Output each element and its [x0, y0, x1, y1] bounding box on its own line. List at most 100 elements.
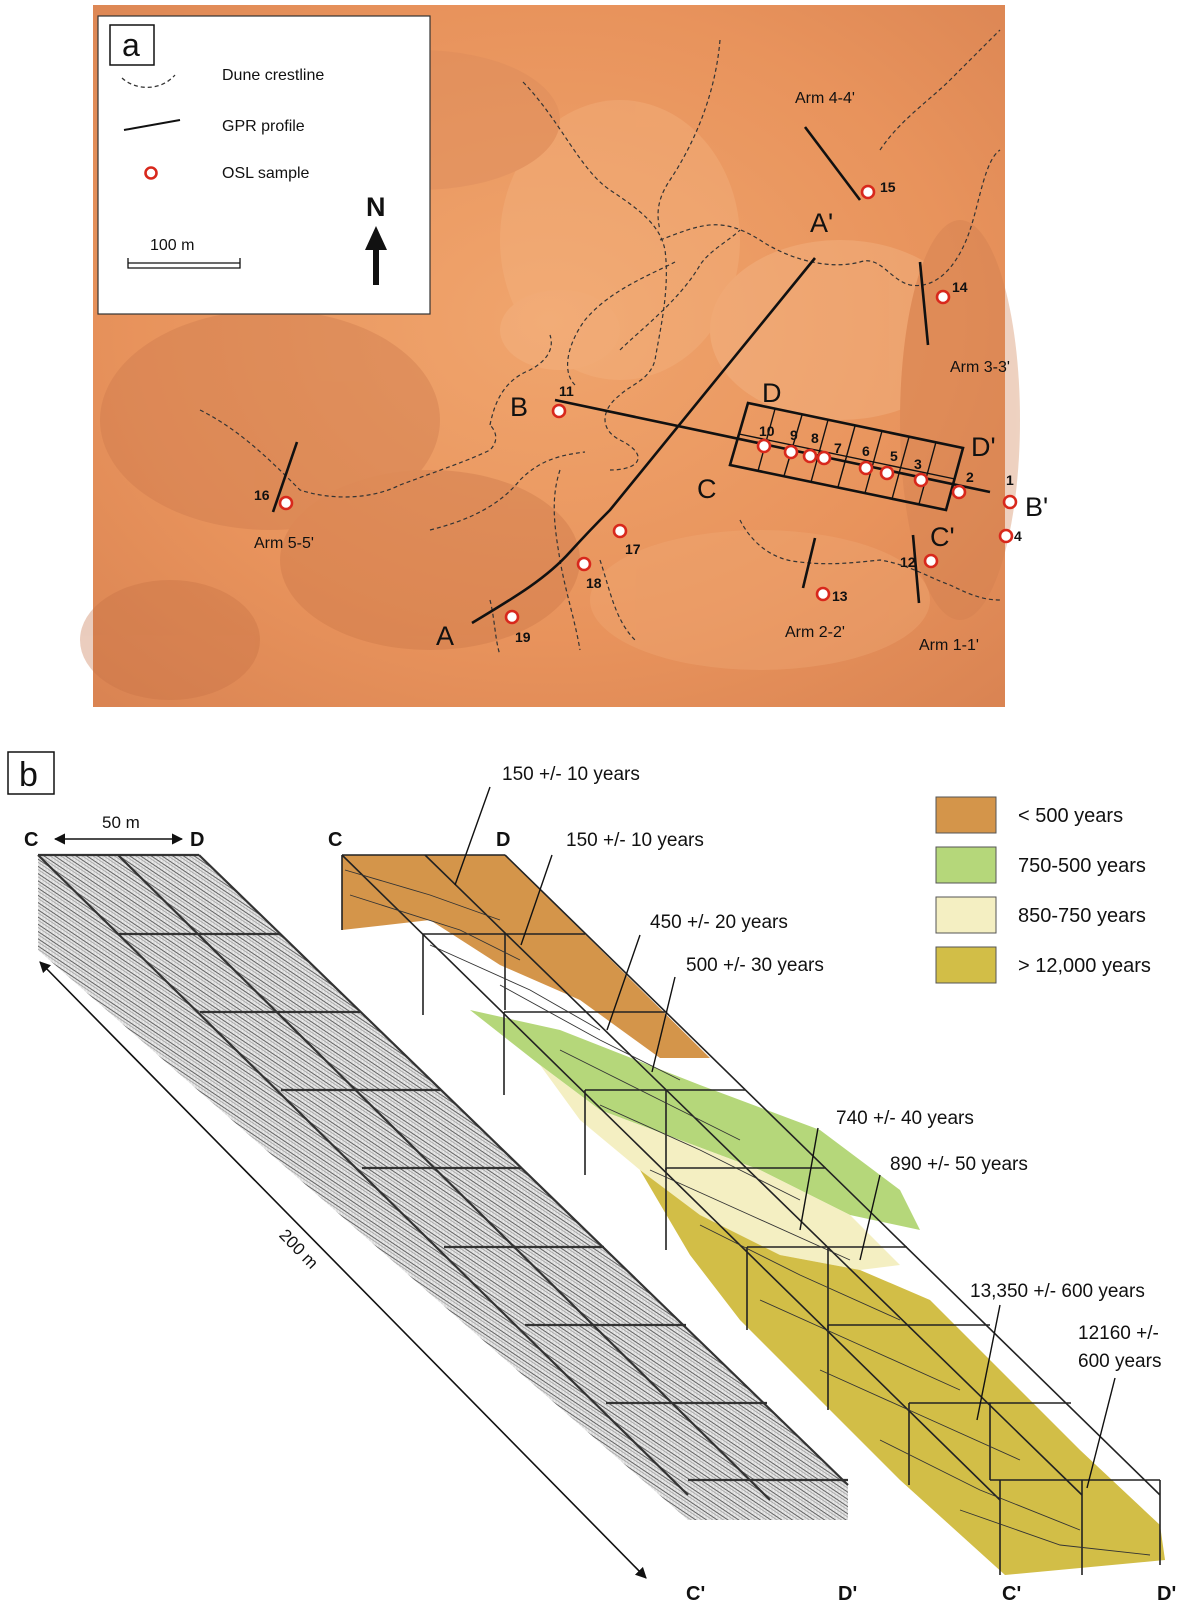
age-labels: 150 +/- 10 years 150 +/- 10 years 450 +/… — [502, 764, 1161, 1372]
raw-label-D: D — [190, 829, 204, 851]
arm-3-line — [918, 261, 930, 346]
legend-gpr: GPR profile — [222, 118, 305, 135]
raw-fence-labels: C D C' D' — [24, 829, 857, 1605]
sample-label-15: 15 — [880, 179, 896, 195]
osl-marker-1 — [1002, 494, 1018, 510]
interp-label-D-prime: D' — [1157, 1583, 1176, 1605]
osl-marker-12 — [923, 553, 939, 569]
label-D: D — [762, 378, 782, 408]
age-label-6: 890 +/- 50 years — [890, 1154, 1028, 1175]
map-legend: a Dune crestline GPR profile OSL sample … — [97, 15, 431, 315]
sample-label-2: 2 — [966, 469, 974, 485]
osl-marker-6 — [858, 460, 874, 476]
gpr-legend-icon — [123, 119, 181, 131]
legend-label-3: 850-750 years — [1018, 905, 1146, 927]
arm-5-label: Arm 5-5' — [254, 535, 314, 552]
dune-relief-shading — [80, 50, 1020, 700]
arm-3-label: Arm 3-3' — [950, 359, 1010, 376]
legend-swatch-2 — [935, 846, 997, 884]
label-D-prime: D' — [971, 432, 996, 462]
sample-label-5: 5 — [890, 448, 898, 464]
raw-label-C: C — [24, 829, 38, 851]
age-label-7: 13,350 +/- 600 years — [970, 1281, 1145, 1302]
label-A-prime: A' — [810, 208, 833, 238]
age-label-3: 450 +/- 20 years — [650, 912, 788, 933]
age-label-4: 500 +/- 30 years — [686, 955, 824, 976]
osl-marker-3 — [913, 472, 929, 488]
osl-marker-5 — [879, 465, 895, 481]
sample-label-6: 6 — [862, 443, 870, 459]
arm-2-label: Arm 2-2' — [785, 624, 845, 641]
sample-label-3: 3 — [914, 456, 922, 472]
unit-under-500 — [342, 855, 710, 1058]
panel-a-tag-box — [109, 24, 155, 66]
osl-marker-15 — [860, 184, 876, 200]
length-label: 200 m — [275, 1225, 321, 1272]
osl-marker-8 — [802, 448, 818, 464]
panel-b-tag-box — [7, 751, 55, 795]
sample-label-9: 9 — [790, 427, 798, 443]
sample-label-4: 4 — [1014, 528, 1022, 544]
north-arrow-icon — [365, 226, 387, 285]
north-label: N — [366, 192, 386, 222]
interpreted-fence — [341, 854, 1165, 1575]
interpreted-bedding-lines — [344, 869, 1151, 1556]
arm-1-label: Arm 1-1' — [919, 637, 979, 654]
age-label-5: 740 +/- 40 years — [836, 1108, 974, 1129]
osl-marker-16 — [278, 495, 294, 511]
unit-750-500 — [470, 1010, 920, 1230]
osl-marker-10 — [756, 438, 772, 454]
age-label-8-line2: 600 years — [1078, 1351, 1161, 1372]
sample-label-18: 18 — [586, 575, 602, 591]
arm-5-line — [271, 441, 299, 513]
osl-marker-18 — [576, 556, 592, 572]
sample-label-16: 16 — [254, 487, 270, 503]
label-C: C — [697, 474, 717, 504]
legend-label-1: < 500 years — [1018, 805, 1123, 827]
raw-label-D-prime: D' — [838, 1583, 857, 1605]
panel-b: b C D C' D' — [7, 751, 1176, 1605]
gpr-grid-CD — [728, 401, 965, 512]
osl-marker-11 — [551, 403, 567, 419]
label-C-prime: C' — [930, 522, 955, 552]
sample-label-17: 17 — [625, 541, 641, 557]
panel-a: 1 2 3 4 5 6 7 8 9 10 11 12 13 14 15 16 1… — [80, 5, 1048, 707]
osl-markers — [278, 184, 1018, 625]
arm-labels: Arm 1-1' Arm 2-2' Arm 3-3' Arm 4-4' Arm … — [254, 90, 1010, 654]
osl-marker-14 — [935, 289, 951, 305]
scale-bar — [127, 258, 241, 269]
sample-label-12: 12 — [900, 554, 916, 570]
panel-a-tag: a — [122, 27, 140, 63]
sample-label-8: 8 — [811, 430, 819, 446]
dune-crestlines — [199, 29, 1001, 656]
arm-2-line — [801, 537, 817, 589]
legend-osl: OSL sample — [222, 165, 310, 182]
legend-crestline: Dune crestline — [222, 67, 324, 84]
crestline-legend-icon — [121, 74, 176, 88]
arm-4-line — [803, 126, 862, 201]
osl-marker-9 — [783, 444, 799, 460]
age-label-1: 150 +/- 10 years — [502, 764, 640, 785]
interp-label-C-prime: C' — [1002, 1583, 1021, 1605]
sample-label-19: 19 — [515, 629, 531, 645]
label-A: A — [436, 621, 454, 651]
legend-swatch-4 — [935, 946, 997, 984]
osl-marker-7 — [816, 450, 832, 466]
scale-label: 100 m — [150, 237, 194, 254]
sample-label-11: 11 — [559, 383, 574, 399]
arm-1-line — [911, 534, 921, 604]
profile-A-A-prime — [471, 257, 817, 625]
legend-swatch-1 — [935, 796, 997, 834]
label-B-prime: B' — [1025, 492, 1048, 522]
sample-label-10: 10 — [759, 423, 775, 439]
interpreted-fence-frame — [341, 854, 1161, 1575]
osl-marker-19 — [504, 609, 520, 625]
interp-label-C: C — [328, 829, 342, 851]
sample-label-7: 7 — [834, 440, 842, 456]
sample-label-14: 14 — [952, 279, 968, 295]
osl-legend-icon — [144, 166, 158, 180]
osl-marker-13 — [815, 586, 831, 602]
length-arrow — [39, 961, 647, 1579]
legend-label-2: 750-500 years — [1018, 855, 1146, 877]
